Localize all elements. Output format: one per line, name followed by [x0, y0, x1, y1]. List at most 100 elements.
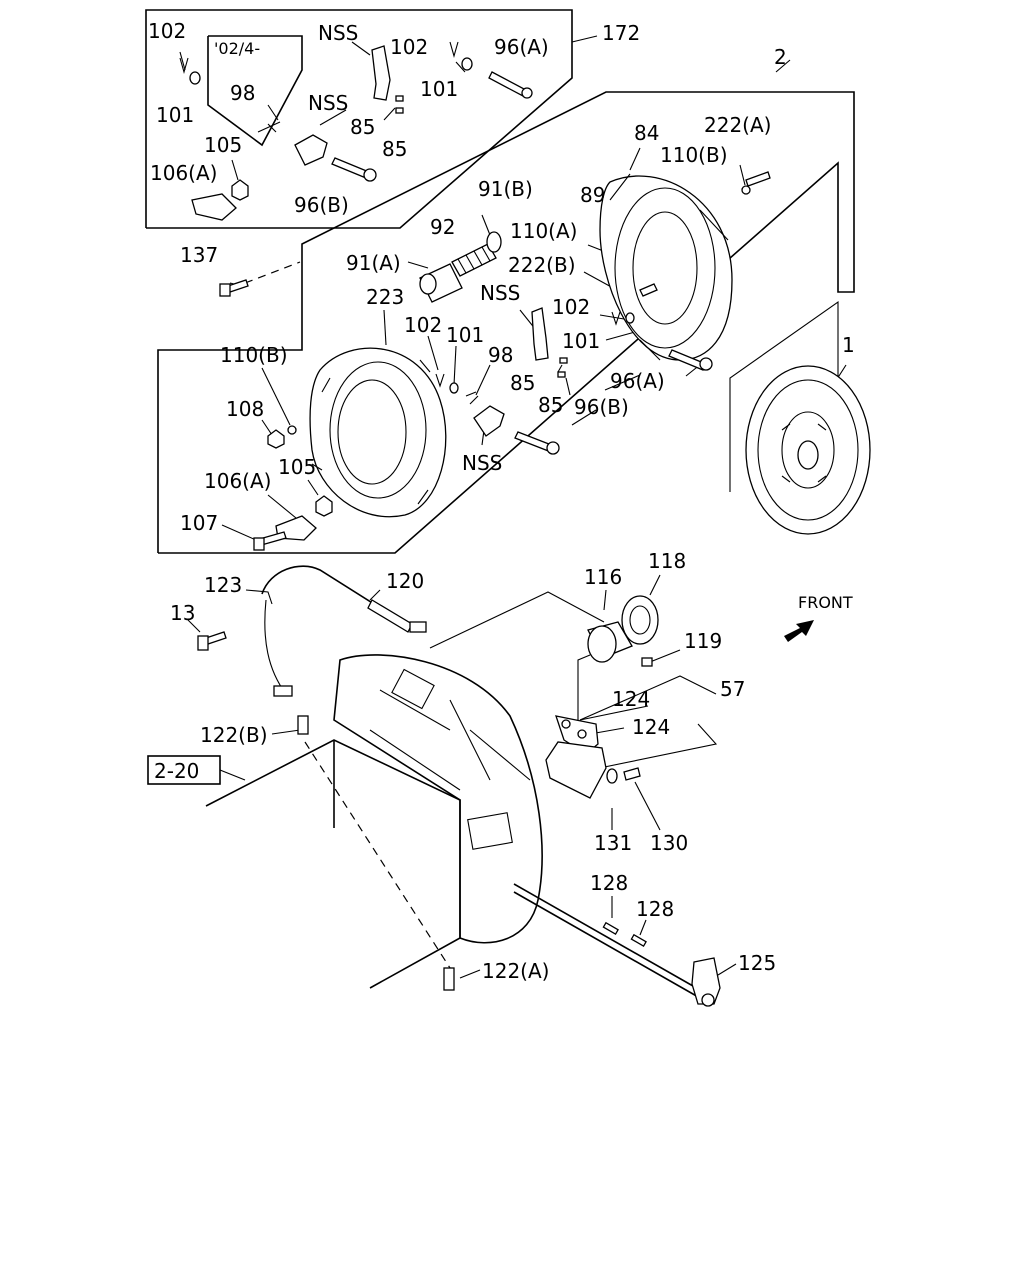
label-122a: 122(A)	[482, 959, 549, 983]
label-102-b: 102	[390, 35, 428, 59]
label-120: 120	[386, 569, 424, 593]
label-108: 108	[226, 397, 264, 421]
label-85-d: 85	[538, 393, 563, 417]
label-101-d: 101	[446, 323, 484, 347]
label-96b-a: 96(B)	[294, 193, 349, 217]
label-110b-a: 110(B)	[660, 143, 728, 167]
washer-101-b	[461, 57, 473, 71]
washer-110b-a	[741, 185, 751, 195]
label-101-a: 101	[156, 103, 194, 127]
label-57: 57	[720, 677, 745, 701]
fitting-123	[273, 685, 293, 697]
hose-123	[264, 599, 287, 695]
plate-106a-a	[191, 193, 237, 221]
pin-85-b	[395, 107, 404, 114]
fitting-122a	[443, 967, 455, 991]
label-02-4: '02/4-	[214, 39, 260, 58]
label-102-d: 102	[404, 313, 442, 337]
label-130: 130	[650, 831, 688, 855]
clutch-housing	[333, 654, 543, 944]
grease-119	[641, 657, 653, 667]
label-91a: 91(A)	[346, 251, 401, 275]
washer-101-c	[625, 312, 635, 324]
label-124-b: 124	[632, 715, 670, 739]
nut-105-b	[315, 495, 333, 517]
label-89: 89	[580, 183, 605, 207]
label-122b: 122(B)	[200, 723, 268, 747]
label-nss-a: NSS	[318, 21, 358, 45]
clevis-nss-b	[294, 134, 328, 166]
label-13: 13	[170, 601, 195, 625]
group-172-parts	[179, 41, 533, 221]
release-fork	[545, 741, 607, 799]
bracket-nss-a	[371, 45, 391, 101]
label-128-a: 128	[590, 871, 628, 895]
washer-101-d	[449, 382, 459, 394]
bolt-124-a	[561, 719, 571, 729]
pin-96a-b	[668, 349, 707, 371]
pin-98-a	[257, 121, 281, 133]
washer-101-a	[189, 71, 201, 85]
cotter-pin-102-b	[449, 41, 459, 59]
label-85-c: 85	[510, 371, 535, 395]
fitting-122b	[297, 715, 309, 735]
label-124-a: 124	[612, 687, 650, 711]
label-102-a: 102	[148, 19, 186, 43]
label-105-b: 105	[278, 455, 316, 479]
pin-96a-a	[488, 71, 527, 97]
label-98-a: 98	[230, 81, 255, 105]
label-92: 92	[430, 215, 455, 239]
label-101-b: 101	[420, 77, 458, 101]
label-nss-b: NSS	[308, 91, 348, 115]
label-222a: 222(A)	[704, 113, 771, 137]
label-222b: 222(B)	[508, 253, 576, 277]
label-118: 118	[648, 549, 686, 573]
pin-85-a	[395, 95, 404, 102]
label-128-b: 128	[636, 897, 674, 921]
hose-120	[261, 565, 413, 629]
label-nss-c: NSS	[480, 281, 520, 305]
label-106a-a: 106(A)	[150, 161, 217, 185]
cotter-pin-102-c	[611, 311, 621, 326]
label-96a-a: 96(A)	[494, 35, 549, 59]
label-102-c: 102	[552, 295, 590, 319]
label-123: 123	[204, 573, 242, 597]
release-system-parts	[197, 565, 721, 1007]
label-91b: 91(B)	[478, 177, 533, 201]
label-96b-b: 96(B)	[574, 395, 629, 419]
key-128-b	[630, 933, 647, 947]
shaft-lever-125	[691, 957, 721, 1005]
group-2-parts	[219, 171, 771, 551]
bolt-130	[623, 767, 641, 781]
group-172-frame	[145, 9, 573, 229]
ref-box-2-20	[147, 755, 221, 785]
label-85-a: 85	[350, 115, 375, 139]
label-223: 223	[366, 285, 404, 309]
group-1-frame	[729, 300, 839, 492]
cotter-pin-102-d	[435, 373, 445, 388]
pin-85-c	[559, 357, 568, 364]
label-2: 2	[774, 45, 787, 69]
washer-91b	[486, 231, 502, 253]
clutch-disc-1	[745, 365, 871, 535]
label-172: 172	[602, 21, 640, 45]
label-125: 125	[738, 951, 776, 975]
callout-labels: 102 101 '02/4- 98 NSS 102 101 96(A) 172 …	[148, 19, 855, 983]
label-101-c: 101	[562, 329, 600, 353]
label-1: 1	[842, 333, 855, 357]
nut-105-a	[231, 179, 249, 201]
bolt-222a	[745, 171, 771, 187]
label-85-b: 85	[382, 137, 407, 161]
clutch-cover-223	[309, 347, 447, 518]
bearing-118	[621, 595, 659, 645]
label-131: 131	[594, 831, 632, 855]
bolt-124-b	[577, 729, 587, 739]
pin-85-d	[557, 371, 566, 378]
pressure-plate-cover-84	[599, 175, 733, 361]
washer-131	[606, 768, 618, 784]
pin-98-b	[465, 391, 479, 405]
label-96a-b: 96(A)	[610, 369, 665, 393]
label-2-20: 2-20	[154, 759, 199, 783]
